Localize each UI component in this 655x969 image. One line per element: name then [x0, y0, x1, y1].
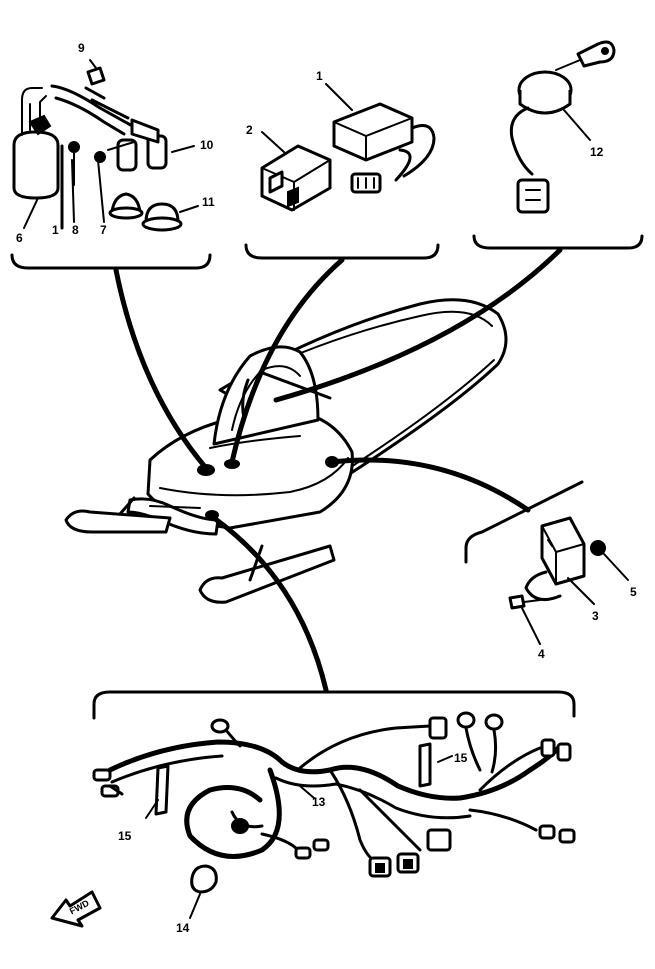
clamp-15-right	[418, 742, 432, 788]
callout-15-right: 15	[454, 751, 468, 765]
callout-5: 5	[630, 585, 637, 599]
snowmobile	[64, 298, 508, 604]
bracket-top-center	[244, 243, 440, 260]
callout-15-left: 15	[118, 829, 132, 843]
callout-12: 12	[590, 145, 604, 159]
terminal-lower-a	[294, 846, 312, 860]
bracket-top-right	[472, 234, 644, 250]
callout-11: 11	[202, 195, 215, 209]
terminal-right-c	[538, 824, 556, 840]
regulator-group: 3 5 4	[464, 480, 637, 661]
handlebar	[258, 370, 332, 400]
main-wire-harness	[107, 739, 563, 801]
leader-cdi	[229, 257, 345, 465]
callout-2: 2	[246, 123, 253, 137]
nut-5	[590, 540, 606, 556]
left-ski	[64, 509, 172, 534]
terminal-right-a	[540, 738, 556, 758]
callout-8: 8	[72, 223, 79, 237]
connector-top-left	[210, 718, 230, 734]
callout-3: 3	[592, 609, 599, 623]
callout-6: 6	[16, 231, 23, 245]
fwd-arrow-icon	[50, 890, 102, 928]
forward-direction-arrow: FWD	[50, 890, 102, 928]
right-ski	[198, 544, 336, 604]
ignition-coil	[12, 130, 60, 200]
bracket-bottom	[92, 690, 576, 720]
mounting-bracket	[260, 144, 332, 212]
clip-9	[86, 66, 106, 86]
grommet-14	[190, 864, 218, 894]
leader-regulator	[329, 457, 531, 513]
cdi-unit-group: 1 2	[244, 69, 440, 260]
cdi-unit	[332, 102, 414, 162]
callout-4: 4	[538, 647, 545, 661]
terminal-left-a	[92, 768, 112, 782]
switch-connector	[516, 178, 550, 214]
spark-plug-cap-left	[116, 138, 138, 172]
callout-9: 9	[78, 41, 85, 55]
connector-top-center	[428, 716, 448, 740]
high-tension-lead-upper	[50, 84, 138, 130]
leader-ignition-coil	[113, 267, 209, 471]
main-switch-group: 12	[472, 40, 644, 250]
bolt-4	[508, 594, 526, 610]
leader-wire-harness	[211, 515, 329, 693]
callout-14: 14	[176, 921, 190, 935]
wire-harness-group: 15 15 13 14	[92, 690, 576, 935]
callout-7: 7	[100, 223, 107, 237]
leader-main-switch	[273, 247, 563, 403]
terminal-lower-b	[312, 838, 330, 852]
nut-8	[68, 141, 80, 153]
harness-loop	[184, 767, 282, 859]
bulb-socket-a	[456, 711, 476, 729]
terminal-right-b	[556, 742, 572, 762]
callout-10: 10	[200, 138, 214, 152]
callout-1: 1	[316, 69, 323, 83]
clamp-15-left	[154, 764, 170, 816]
callout-13: 13	[312, 795, 326, 809]
snowmobile-seat	[218, 298, 508, 482]
multi-connector-c	[426, 828, 452, 852]
washer-7	[94, 151, 106, 163]
bulb-socket-b	[484, 713, 504, 731]
callout-1-small: 1	[52, 223, 59, 237]
bracket-regulator	[464, 480, 584, 564]
ignition-key	[576, 40, 616, 68]
terminal-right-d	[558, 828, 576, 844]
bracket-top-left	[10, 253, 212, 270]
leader-lines	[113, 247, 563, 693]
ignition-coil-group: 9 10 11 6 1 8 7	[10, 41, 215, 270]
